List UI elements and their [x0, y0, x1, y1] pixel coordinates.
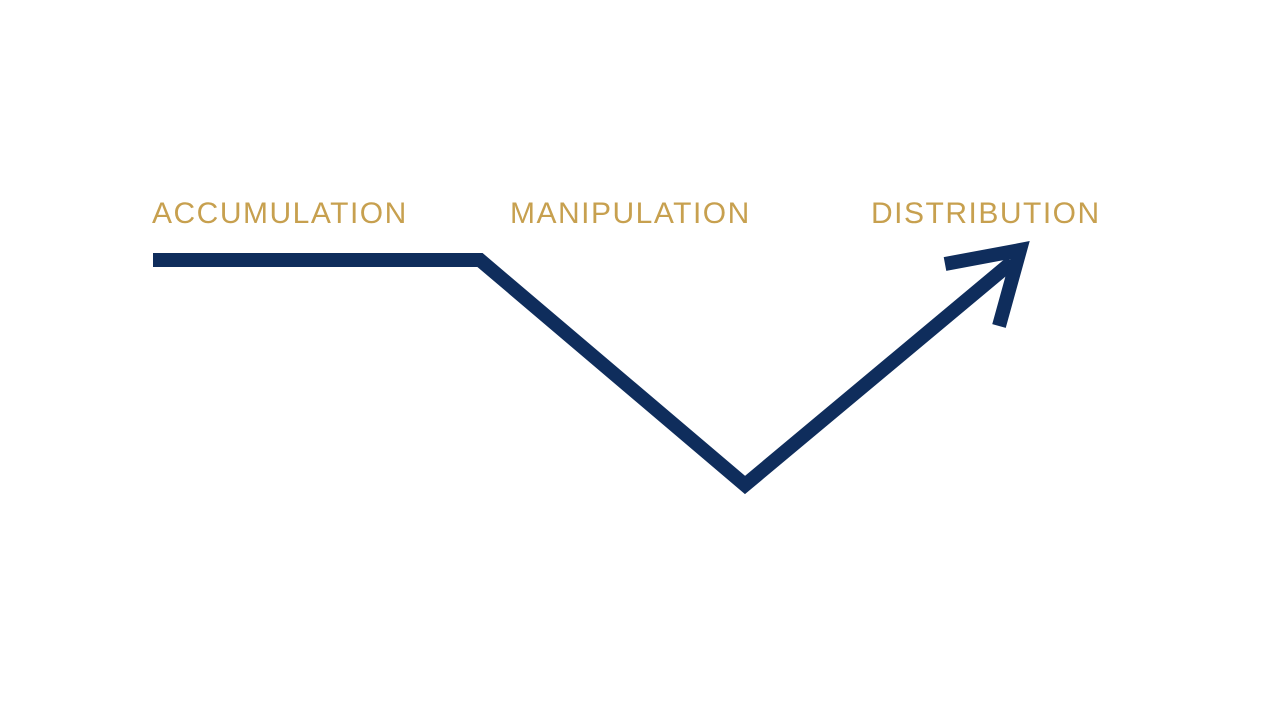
phase-label-manipulation: MANIPULATION [510, 197, 751, 230]
price-path-line [153, 253, 1017, 495]
phase-label-distribution: DISTRIBUTION [871, 197, 1101, 230]
arrowhead-icon [943, 241, 1030, 328]
phase-label-accumulation: ACCUMULATION [152, 197, 408, 230]
